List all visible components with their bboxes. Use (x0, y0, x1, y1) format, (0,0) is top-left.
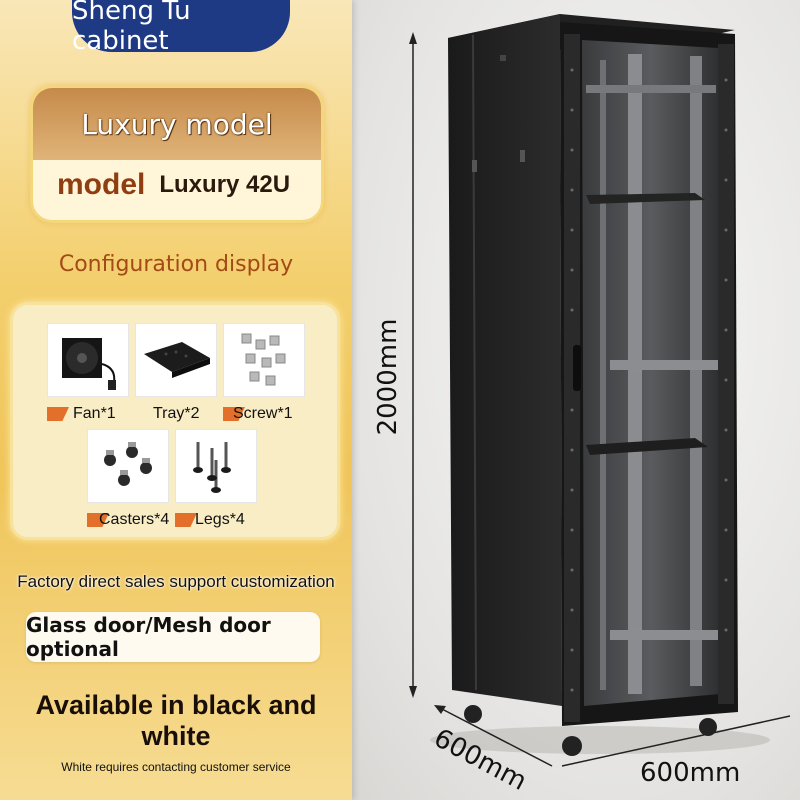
legs-icon (193, 442, 231, 493)
screw-label: Screw*1 (233, 405, 293, 422)
door-option-box: Glass door/Mesh door optional (26, 612, 320, 662)
legs-image (175, 429, 257, 503)
fan-label: Fan*1 (73, 405, 116, 422)
tray-label: Tray*2 (153, 405, 200, 422)
height-dimension: 2000mm (373, 318, 403, 436)
casters-image (87, 429, 169, 503)
width-dimension: 600mm (640, 758, 741, 788)
fan-image (47, 323, 129, 397)
colors-text: Available in black and white (35, 690, 317, 751)
server-cabinet-image (409, 14, 791, 767)
accessories-card: Fan*1 Tray*2 Screw*1 (10, 302, 340, 540)
model-label: model (57, 168, 146, 201)
casters-label: Casters*4 (99, 511, 170, 528)
screw-icon (241, 333, 286, 386)
fan-icon (62, 338, 116, 390)
screw-tag (223, 407, 245, 421)
brand-banner: Sheng Tu cabinet (72, 0, 290, 56)
tray-image (135, 323, 217, 397)
factory-text: Factory direct sales support customizati… (17, 572, 335, 591)
tray-icon (144, 342, 210, 378)
configuration-title: Configuration display (58, 252, 294, 277)
fan-tag (47, 407, 69, 421)
model-row: model Luxury 42U (33, 160, 321, 210)
legs-label: Legs*4 (195, 511, 245, 528)
model-card: Luxury model model Luxury 42U (30, 85, 324, 223)
screw-image (223, 323, 305, 397)
model-heading: Luxury model (33, 88, 321, 160)
legs-tag (175, 513, 197, 527)
white-note: White requires contacting customer servi… (61, 760, 291, 774)
model-value: Luxury 42U (159, 171, 291, 198)
casters-tag (87, 513, 109, 527)
casters-icon (104, 442, 152, 486)
